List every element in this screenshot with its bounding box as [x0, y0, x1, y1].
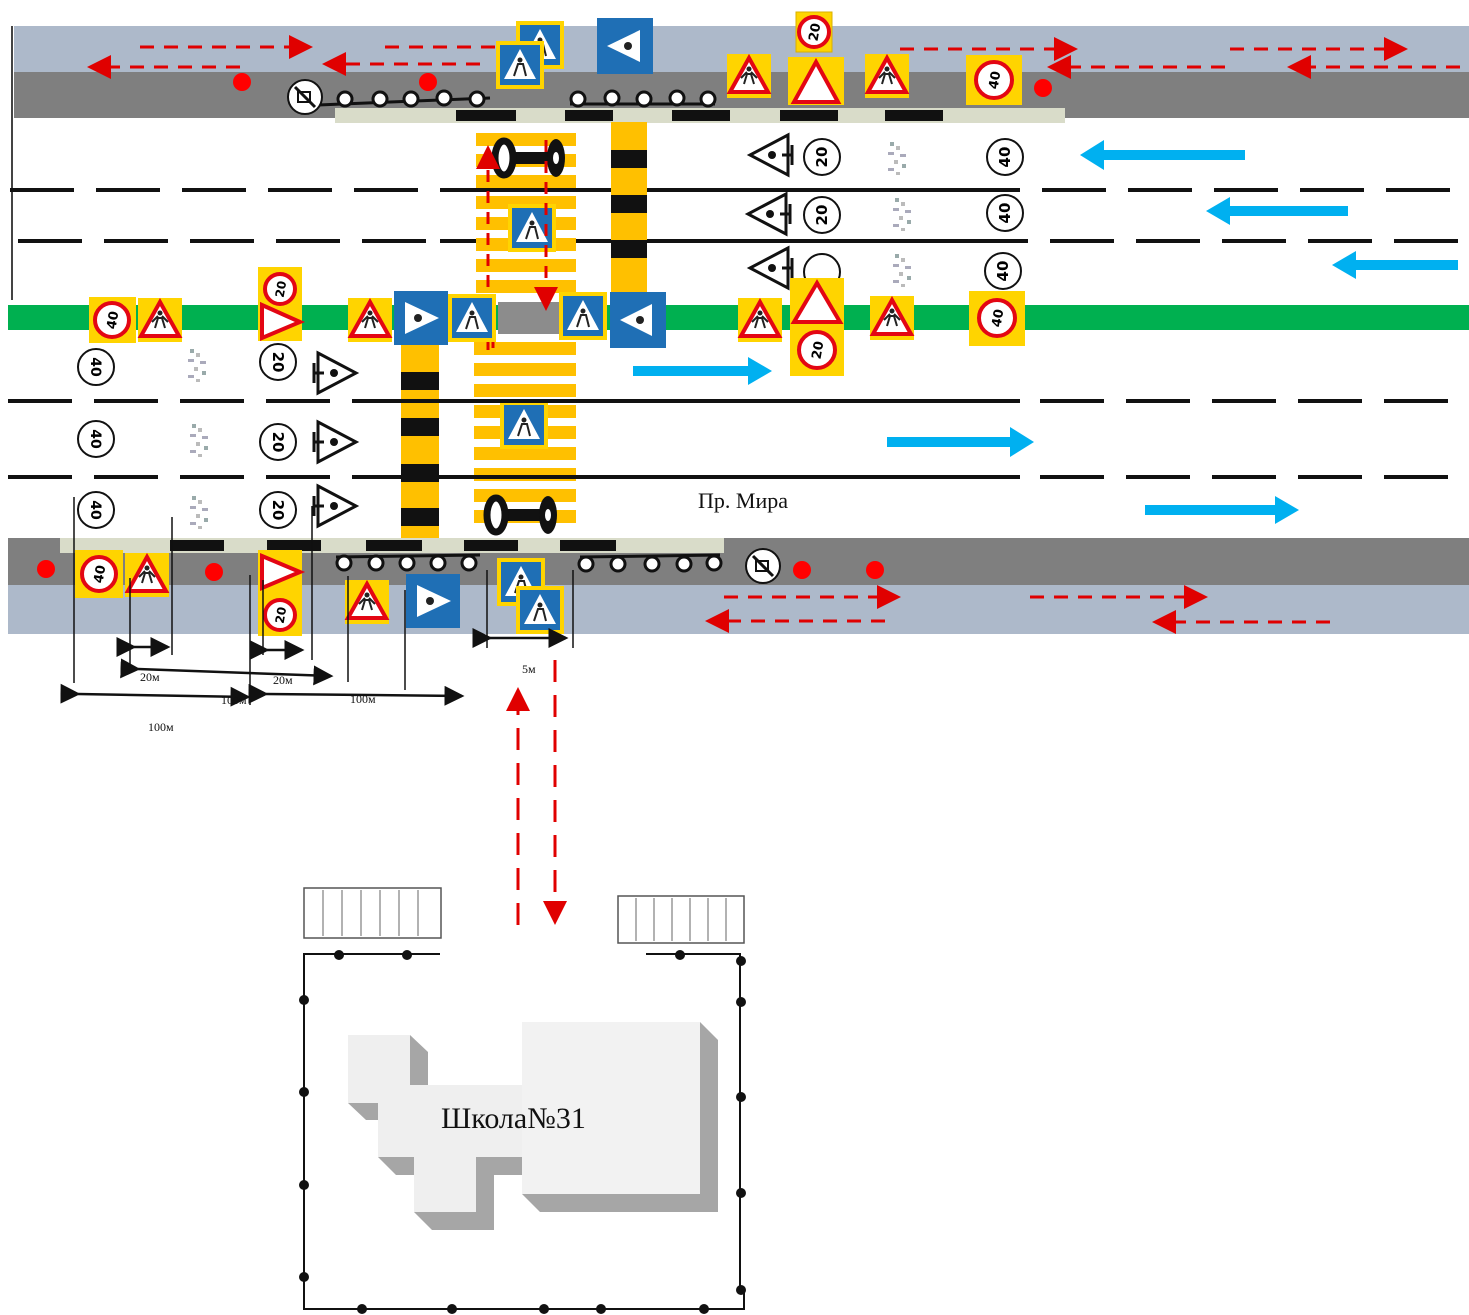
no-stopping-sign-bottom: [744, 547, 782, 585]
svg-text:20: 20: [810, 340, 828, 360]
svg-text:20: 20: [269, 500, 287, 521]
svg-text:20: 20: [269, 352, 287, 373]
blue-direction-sign-bottom: [406, 574, 460, 628]
svg-text:40: 40: [92, 564, 110, 584]
svg-text:20: 20: [273, 280, 290, 299]
bottom-pedestrian-fence-right: [577, 553, 723, 573]
top-pedestrian-routes: [87, 35, 1460, 79]
bottom-lane-marking-row-1: 40 20: [77, 343, 358, 395]
svg-text:40: 40: [105, 310, 123, 330]
svg-text:40: 40: [987, 70, 1005, 90]
blue-direction-sign-top: [597, 18, 653, 74]
bottom-pedestrian-fence-left: [335, 553, 481, 572]
bottom-curb-lane: [8, 585, 1469, 634]
barrier-bottom: [401, 341, 439, 539]
distance-label-5m: 5м: [522, 662, 536, 676]
pedestrian-crossing-sign-bottom-b: [515, 585, 565, 635]
distance-label-20m-b: 20м: [273, 673, 293, 687]
svg-text:40: 40: [87, 357, 103, 377]
lane-markings-bottom: [8, 399, 1469, 479]
children-warning-sign-median-center: [346, 296, 394, 344]
speed-40-sign-median-right: 40: [969, 291, 1025, 346]
crossing-warning-sign-top: [788, 57, 844, 105]
bicycle-rack-right: [617, 895, 745, 944]
svg-text:20: 20: [807, 22, 825, 42]
traffic-direction-top: [1098, 150, 1458, 270]
speed-20-and-warning-median-left: 20: [258, 267, 306, 342]
svg-text:40: 40: [996, 147, 1014, 168]
crossing-warning-and-speed-median-right: 20: [790, 278, 844, 376]
speed-40-sign-bottom: 40: [75, 550, 123, 598]
route-to-school: [506, 660, 567, 925]
bottom-pedestrian-routes: [705, 585, 1330, 634]
pedestrian-crossing-sign-mid-b: [499, 400, 549, 450]
school-building: [348, 1022, 718, 1230]
children-warning-sign-top-a: [725, 52, 773, 100]
pedestrian-crossing-sign-median-a: [447, 293, 497, 343]
children-warning-sign-median-right-a: [736, 296, 784, 344]
children-warning-sign-top-b: [863, 52, 911, 100]
no-stopping-sign-top: [286, 78, 324, 116]
top-lane-marking-row-3: 40: [748, 246, 1022, 291]
children-warning-sign-median-left: [136, 296, 184, 344]
blue-direction-sign-median-right: [610, 292, 666, 348]
svg-text:20: 20: [813, 205, 831, 226]
top-lane-marking-row-2: 20 40: [746, 192, 1024, 236]
top-red-markers: [233, 73, 1052, 97]
pedestrian-crossing-sign-mid-a: [507, 203, 557, 253]
crossing-warning-and-speed-bottom: 20: [258, 550, 306, 636]
children-warning-sign-bottom-center: [343, 578, 391, 626]
distance-label-100m-b: 100м: [350, 692, 376, 706]
bottom-red-markers: [37, 560, 884, 581]
svg-text:40: 40: [994, 261, 1012, 282]
distance-label-100m-a: 100м: [221, 693, 247, 707]
top-pedestrian-fence-left: [317, 89, 491, 108]
children-warning-sign-bottom-left: [123, 551, 171, 599]
bottom-lane-marking-row-3: 40 20: [77, 484, 358, 529]
street-name-label: Пр. Мира: [698, 488, 788, 513]
pedestrian-crossing-sign-top-b: [495, 40, 545, 90]
svg-text:40: 40: [87, 500, 103, 520]
school-fence-posts: [299, 950, 746, 1314]
speed-40-sign-top: 40: [966, 55, 1022, 105]
svg-text:40: 40: [87, 429, 103, 449]
speed-20-sign-top: 20: [794, 10, 834, 54]
svg-text:20: 20: [269, 432, 287, 453]
svg-text:20: 20: [273, 606, 290, 625]
svg-text:40: 40: [996, 203, 1014, 224]
blue-direction-sign-median-left: [394, 291, 448, 345]
bottom-lane-marking-row-2: 40 20: [77, 420, 358, 464]
svg-text:20: 20: [813, 147, 831, 168]
distance-label-20m-a: 20м: [140, 670, 160, 684]
children-warning-sign-median-right-b: [868, 294, 916, 342]
bicycle-rack-left: [303, 887, 442, 939]
svg-text:40: 40: [990, 308, 1008, 328]
distance-label-100m-c: 100м: [148, 720, 174, 734]
traffic-direction-bottom: [633, 366, 1278, 515]
school-label: Школа№31: [441, 1102, 586, 1135]
pedestrian-crossing-sign-median-b: [558, 291, 608, 341]
top-lane-marking-row-1: 20 40: [748, 133, 1024, 177]
barrier-top: [611, 122, 647, 292]
top-pedestrian-fence-right: [569, 89, 717, 108]
speed-40-sign-median-left: 40: [89, 297, 136, 343]
